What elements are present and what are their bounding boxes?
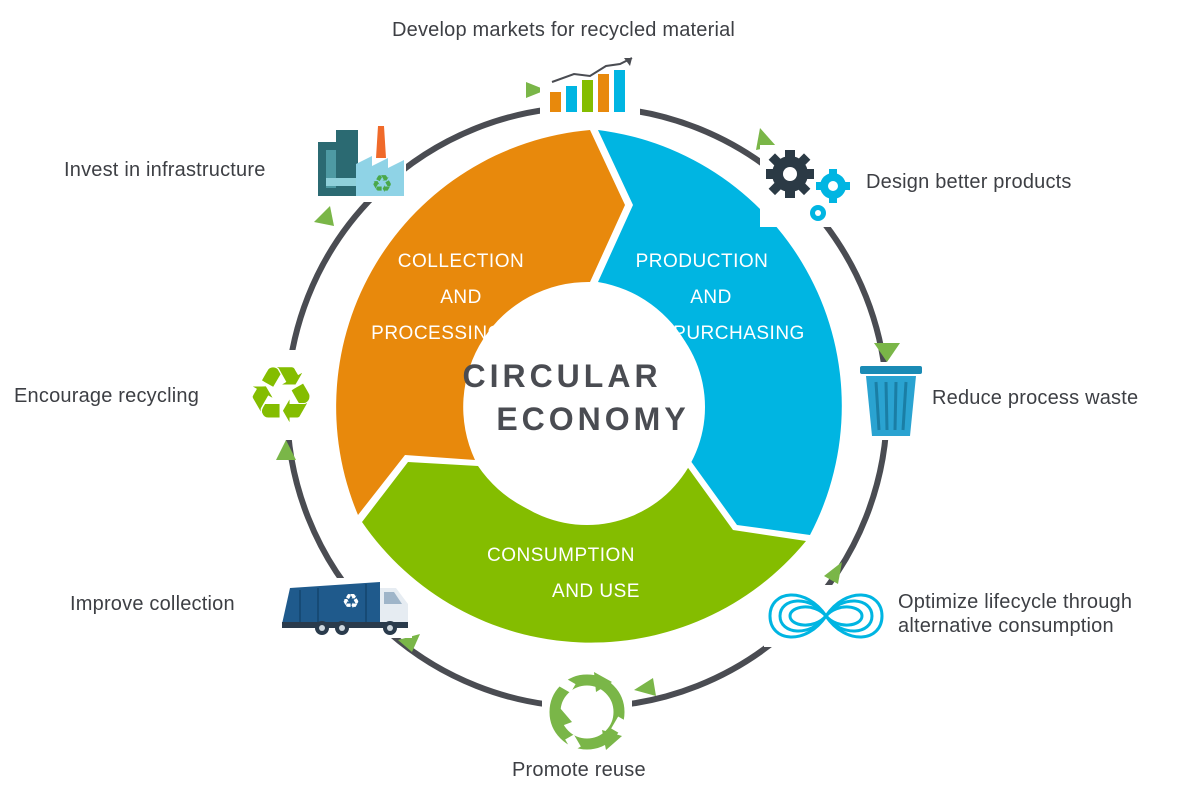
- segment-collection: [336, 130, 625, 515]
- bar-chart-icon: [550, 57, 633, 112]
- step-label-collection: Improve collection: [70, 593, 235, 615]
- arrow-to-lifecycle: [824, 562, 842, 584]
- step-label-waste: Reduce process waste: [932, 387, 1139, 409]
- svg-text:♻: ♻: [342, 589, 360, 613]
- segment-production: [598, 130, 842, 535]
- center-title: CIRCULAR ECONOMY: [462, 356, 712, 442]
- step-label-lifecycle: Optimize lifecycle through alternative c…: [898, 590, 1132, 638]
- center-title-line2: ECONOMY: [496, 401, 690, 437]
- consumption-line1: CONSUMPTION: [487, 545, 635, 566]
- consumption-line2: AND USE: [552, 581, 640, 602]
- production-line3: PURCHASING: [673, 323, 805, 344]
- arrow-to-infrastructure: [314, 206, 334, 226]
- gears-icon: [766, 150, 850, 221]
- factory-icon: ♻: [318, 126, 404, 198]
- infinity-icon: [768, 593, 884, 639]
- arrow-to-design: [756, 128, 776, 150]
- center-circle: [469, 289, 705, 525]
- arrow-to-markets: [526, 82, 546, 98]
- svg-text:♻: ♻: [371, 170, 393, 198]
- trash-bin-icon: [860, 366, 922, 436]
- arrow-to-waste: [874, 343, 900, 362]
- segment-label-consumption: CONSUMPTION AND USE: [446, 538, 686, 610]
- svg-text:♻: ♻: [246, 351, 316, 441]
- center-title-line1: CIRCULAR: [462, 358, 662, 394]
- segment-consumption: [362, 462, 806, 643]
- production-line1: PRODUCTION: [635, 251, 769, 272]
- garbage-truck-icon: ♻: [282, 582, 408, 635]
- arrow-to-recycling: [276, 440, 296, 460]
- segment-label-production: PRODUCTION AND PURCHASING: [612, 244, 852, 352]
- production-line2: AND: [690, 287, 732, 308]
- recycle-icon: ♻: [246, 351, 316, 441]
- collection-line1: COLLECTION: [397, 251, 525, 272]
- collection-line2: AND: [440, 287, 482, 308]
- step-label-reuse: Promote reuse: [512, 759, 646, 781]
- step-label-lifecycle-line2: alternative consumption: [898, 615, 1114, 637]
- ring-arrows: [276, 82, 900, 696]
- reuse-arrows-icon: [549, 672, 627, 752]
- step-label-design: Design better products: [866, 171, 1072, 193]
- step-label-lifecycle-line1: Optimize lifecycle through: [898, 591, 1133, 613]
- step-label-recycling: Encourage recycling: [14, 385, 200, 407]
- step-label-infrastructure: Invest in infrastructure: [64, 159, 266, 181]
- segment-label-collection: COLLECTION AND PROCESSING: [332, 244, 542, 352]
- arrow-to-collection: [398, 634, 420, 652]
- collection-line3: PROCESSING: [371, 323, 503, 344]
- step-label-markets: Develop markets for recycled material: [392, 19, 736, 41]
- arrow-to-reuse: [634, 678, 656, 696]
